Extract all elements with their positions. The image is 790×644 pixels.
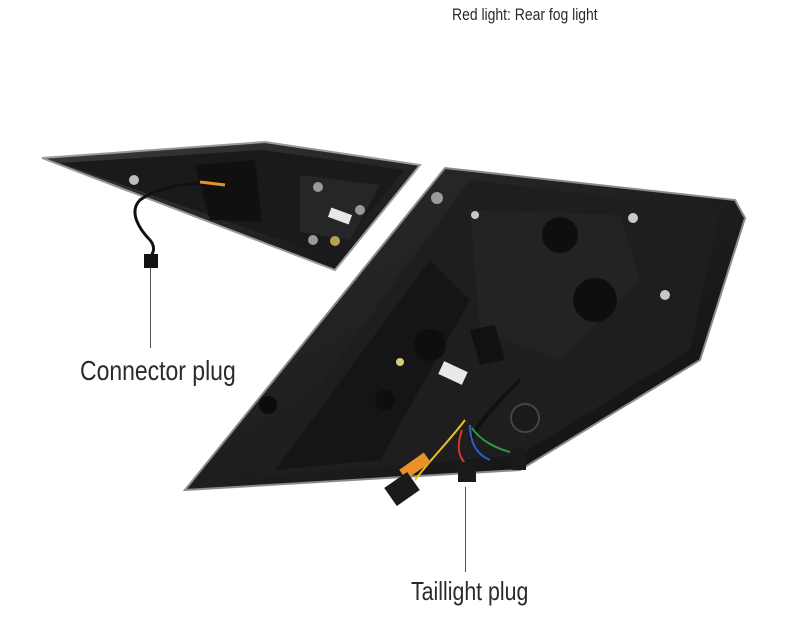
main-taillight-housing — [182, 166, 747, 492]
connector-plug-caption: Connector plug — [80, 355, 236, 386]
taillight-plug-leader-line — [465, 487, 466, 572]
connector-wire — [133, 180, 231, 268]
fog-light-caption: Red light: Rear fog light — [452, 5, 598, 24]
connector-plug-leader-line — [150, 268, 151, 348]
wire-harness — [384, 378, 540, 507]
connector-plug — [144, 254, 158, 268]
taillight-plug-caption: Taillight plug — [411, 576, 529, 606]
inner-taillight-housing — [41, 140, 422, 272]
taillight-plug — [458, 462, 476, 482]
